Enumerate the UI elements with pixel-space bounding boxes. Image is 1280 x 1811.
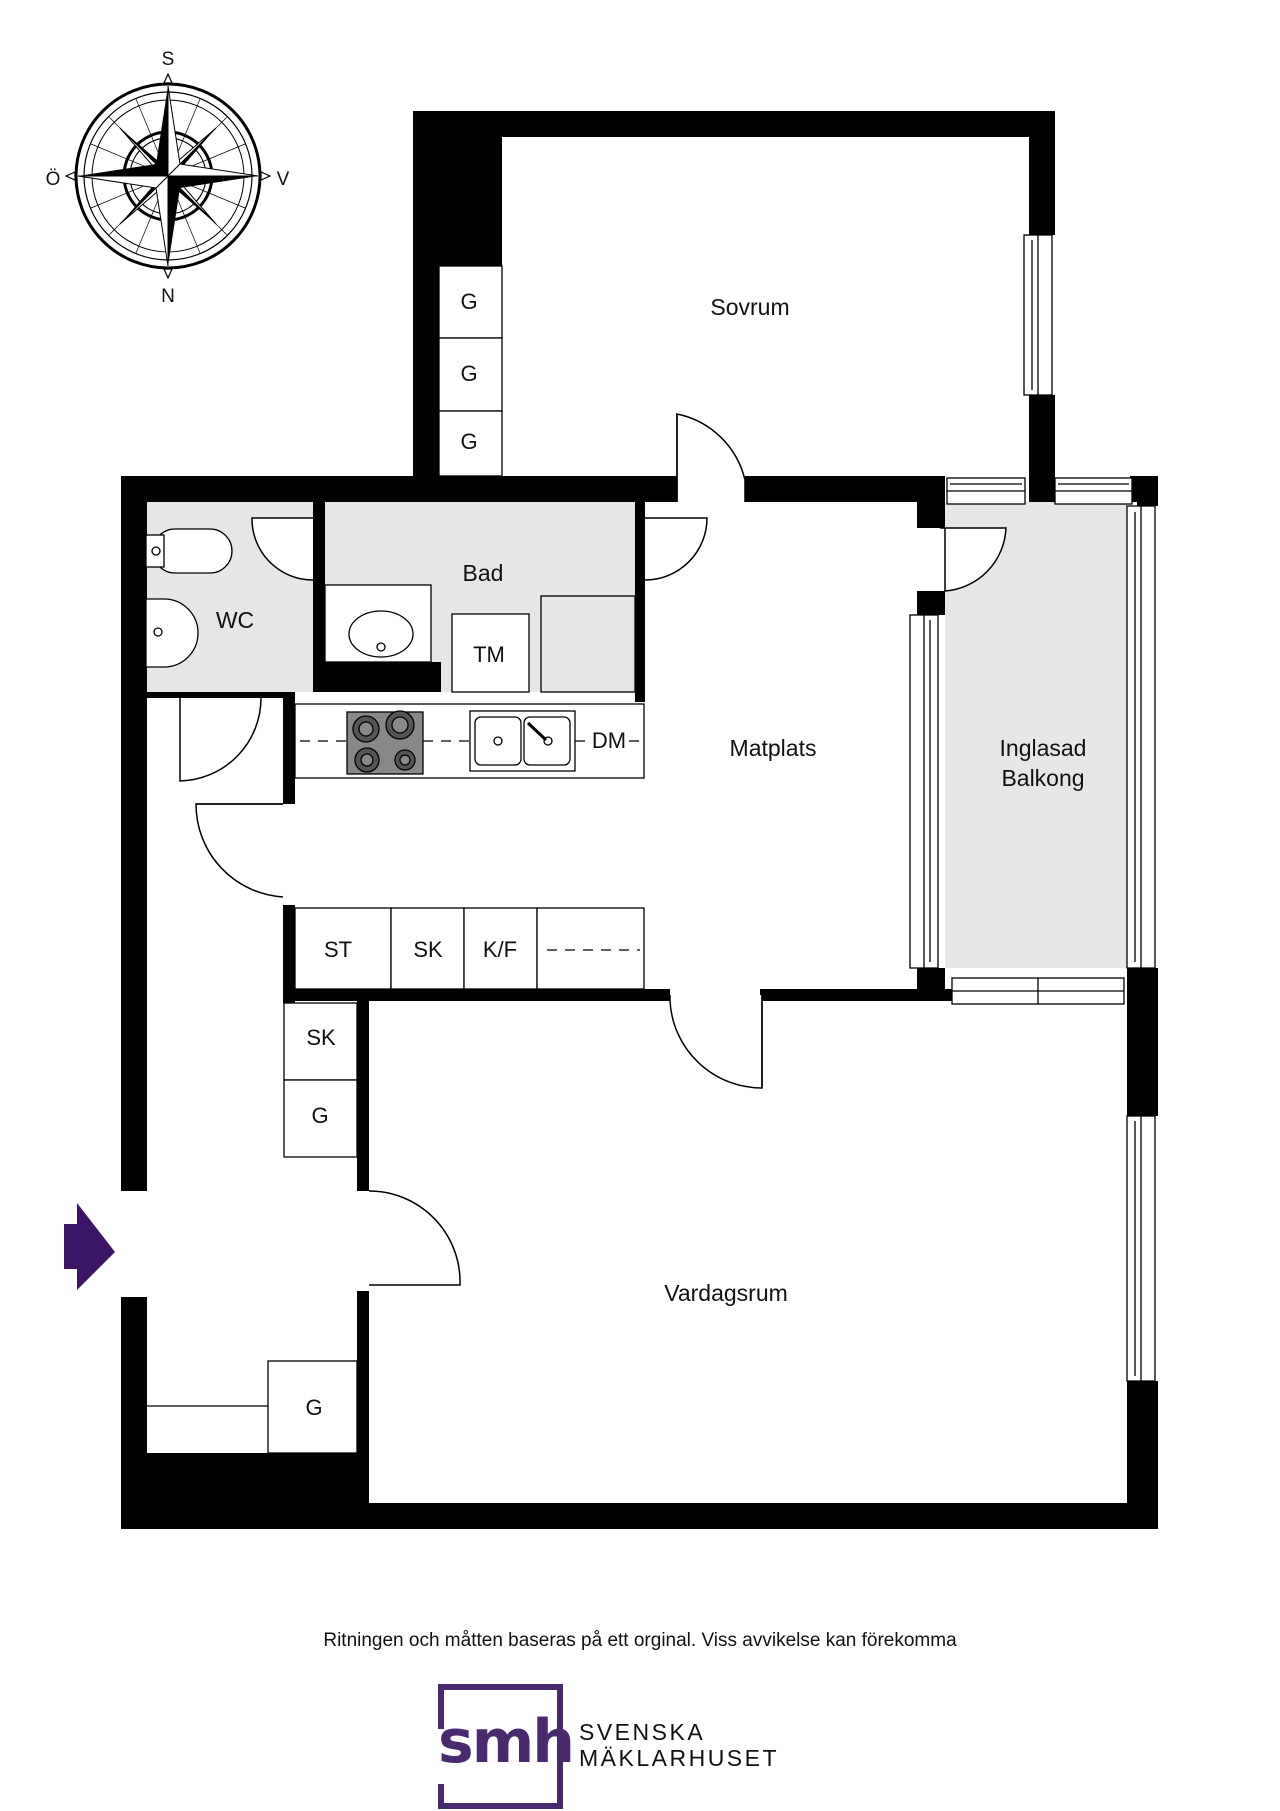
fixture-label-g5: G xyxy=(305,1395,323,1420)
room-label-balkong-line1: Inglasad xyxy=(999,735,1087,761)
room-label-balkong-line2: Balkong xyxy=(1001,765,1085,791)
compass-label-north: N xyxy=(161,286,175,307)
room-label-matplats: Matplats xyxy=(729,735,817,761)
fixture-label-st: ST xyxy=(323,937,353,962)
fixture-label-dm: DM xyxy=(589,726,629,756)
fixture-label-tm: TM xyxy=(473,642,505,667)
compass-label-south: S xyxy=(161,49,175,70)
logo-line2: MÄKLARHUSET xyxy=(579,1745,780,1771)
doors xyxy=(179,413,1007,1286)
fixture-label-sk2: SK xyxy=(306,1025,336,1050)
fixture-label-g1: G xyxy=(460,289,478,314)
fixture-label-g3: G xyxy=(460,429,478,454)
room-label-bad: Bad xyxy=(462,560,504,586)
windows xyxy=(909,234,1156,1382)
disclaimer-text: Ritningen och måtten baseras på ett orgi… xyxy=(323,1630,957,1651)
compass-label-east: Ö xyxy=(45,169,61,190)
logo-line1: SVENSKA xyxy=(579,1719,706,1745)
fixture-label-kf: K/F xyxy=(482,937,518,962)
fixture-label-sk1: SK xyxy=(413,937,443,962)
compass-label-west: V xyxy=(276,169,290,190)
smh-logo-icon: smh xyxy=(438,1684,575,1809)
fixture-label-g4: G xyxy=(311,1103,329,1128)
svg-text:smh: smh xyxy=(438,1707,573,1777)
logo-wordmark: SVENSKA MÄKLARHUSET xyxy=(579,1719,779,1771)
room-label-wc: WC xyxy=(215,607,255,633)
room-label-balkong: Inglasad Balkong xyxy=(1000,733,1087,793)
fixtures xyxy=(145,265,645,1454)
room-label-vardagsrum: Vardagsrum xyxy=(664,1280,788,1306)
compass-rose xyxy=(64,72,272,280)
entrance-arrow-icon xyxy=(64,1203,115,1290)
walls xyxy=(121,111,1158,1529)
room-label-sovrum: Sovrum xyxy=(710,294,790,320)
fixture-label-g2: G xyxy=(460,361,478,386)
